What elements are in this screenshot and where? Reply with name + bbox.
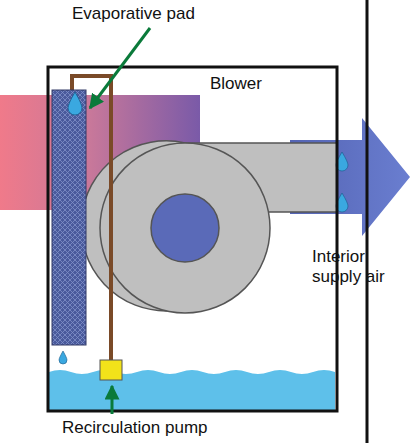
water-drop — [68, 92, 82, 115]
blower-wheel — [100, 143, 270, 313]
water-drop — [59, 351, 67, 364]
part-label: Evaporative pad — [72, 4, 222, 24]
wall — [366, 0, 369, 443]
flow-label: Interior supply air — [312, 247, 408, 288]
water-reservoir — [49, 370, 335, 410]
cooler-housing — [48, 67, 337, 411]
blower-hub — [151, 194, 219, 262]
leader-arrow — [90, 28, 150, 108]
part-label: Blower — [210, 74, 290, 94]
leader-arrow — [111, 386, 114, 414]
evaporative-pad — [52, 90, 86, 345]
recirculation-pump — [100, 360, 122, 380]
part-label: Recirculation pump — [62, 418, 252, 438]
